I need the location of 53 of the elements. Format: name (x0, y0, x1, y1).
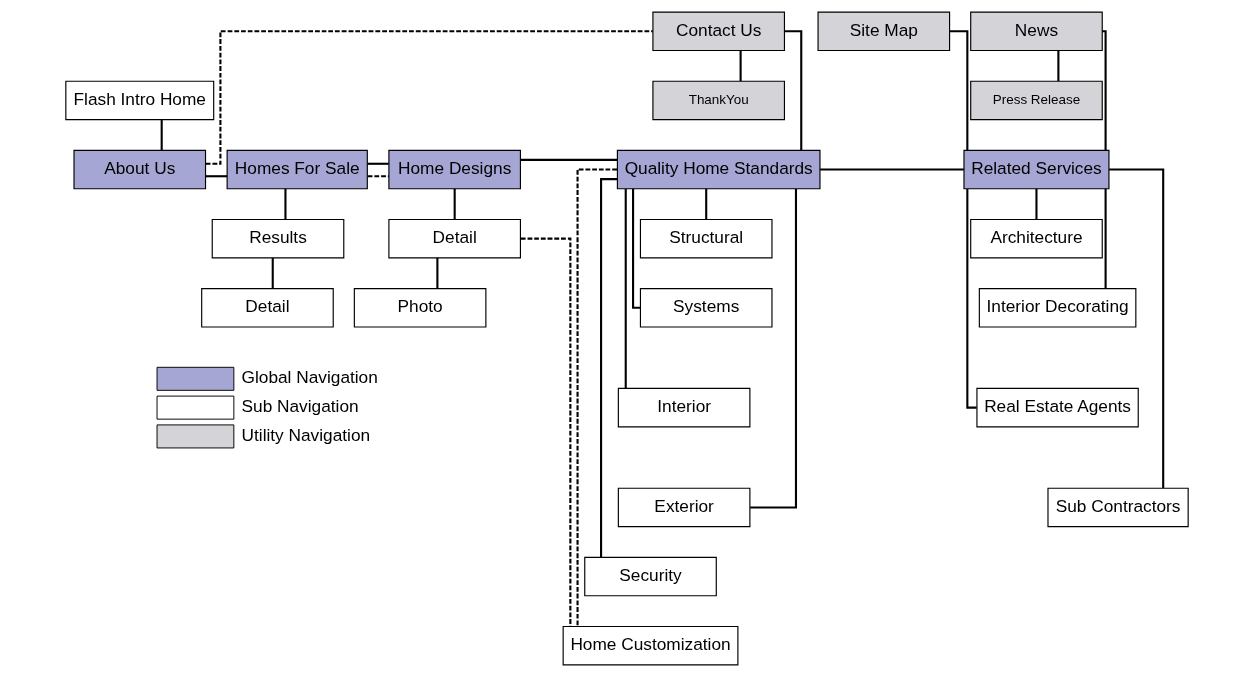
connector (284, 188, 287, 220)
node-box: Structural (639, 218, 773, 259)
node-box: Home Designs (388, 149, 521, 190)
node-box: Interior Decorating (978, 288, 1137, 328)
connector (520, 237, 572, 627)
connector (1057, 50, 1060, 81)
connector (367, 175, 389, 178)
connector (160, 119, 163, 151)
connector (271, 257, 274, 289)
node-box: Homes For Sale (226, 149, 368, 190)
node-box: Results (211, 218, 345, 259)
connector (1104, 188, 1107, 289)
connector (705, 188, 708, 220)
node-box: Detail (388, 218, 521, 259)
connector (205, 30, 653, 165)
legend-label: Sub Navigation (241, 395, 359, 416)
connector (576, 168, 618, 627)
node-box: News (970, 11, 1103, 52)
connector (632, 188, 641, 309)
node-box: Sub Contractors (1047, 487, 1189, 528)
node-box: Real Estate Agents (976, 387, 1139, 428)
node-box: Quality Home Standards (616, 149, 821, 190)
connector (966, 189, 977, 409)
node-box: Press Release (970, 80, 1103, 121)
legend-label: Global Navigation (241, 367, 378, 388)
connector (367, 162, 389, 165)
connector (520, 158, 618, 161)
connector (739, 50, 742, 81)
node-box: Architecture (970, 218, 1103, 259)
connector (436, 257, 439, 289)
node-box: ThankYou (652, 80, 786, 121)
node-box: Related Services (963, 149, 1110, 190)
node-box: Detail (201, 288, 334, 328)
node-box: Site Map (817, 11, 951, 52)
connector (1109, 168, 1165, 489)
connector (205, 175, 228, 178)
node-box: Photo (353, 288, 487, 328)
node-box: Contact Us (652, 11, 786, 52)
connector (1102, 30, 1107, 151)
node-box: Systems (639, 288, 773, 328)
connector (750, 188, 798, 509)
connector (453, 188, 456, 220)
node-box: Exterior (617, 487, 751, 528)
node-box: About Us (73, 149, 207, 190)
node-box: Interior (617, 387, 751, 428)
node-box: Flash Intro Home (65, 80, 215, 121)
connector (1035, 188, 1038, 220)
connector (624, 189, 627, 389)
node-box: Security (584, 556, 717, 597)
legend-label: Utility Navigation (241, 424, 371, 445)
node-box: Home Customization (562, 625, 739, 666)
connector (820, 168, 964, 171)
connector (600, 178, 618, 558)
